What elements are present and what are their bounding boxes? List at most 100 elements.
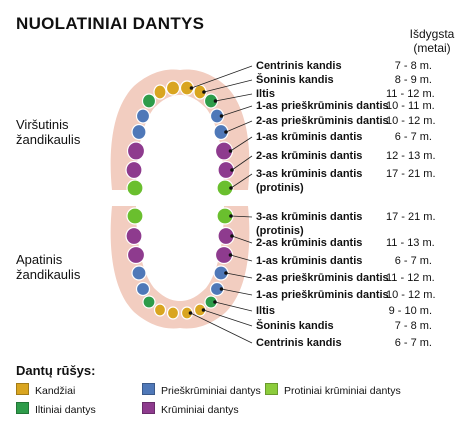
tooth-name: Centrinis kandis [256,337,342,349]
lower-leader-5 [214,301,253,312]
eruption-age: 11 - 13 m. [386,237,435,249]
eruption-age: 10 - 11 m. [386,100,435,112]
upper-tooth-row: 1-as prieškrūminis dantis 10 - 11 m. [0,99,474,113]
upper-tooth-row: 2-as prieškrūminis dantis 10 - 12 m. [0,114,474,128]
upper-leader-dot-0 [189,86,194,90]
tooth-name: 2-as prieškrūminis dantis [256,272,389,284]
upper-leader-7 [230,173,253,189]
legend-label: Krūminiai dantys [161,404,239,416]
lower-jaw-label: Apatinis žandikaulis [16,252,80,282]
lower-tooth-left-7 [166,306,180,320]
upper-tooth-left-4 [131,123,147,141]
upper-leader-4 [225,120,253,133]
eruption-age: 12 - 13 m. [386,150,436,162]
teeth [125,80,235,320]
eruption-age: 7 - 8 m. [394,320,432,332]
lower-leader-7 [190,312,253,344]
tooth-name: 1-as prieškrūminis dantis [256,100,389,112]
upper-tooth-left-2 [141,93,157,109]
legend-item-molars: Krūminiai dantys [142,402,239,416]
lower-tooth-left-1 [125,226,143,246]
lower-tooth-row: Iltis 9 - 10 m. [0,304,474,318]
tooth-name-sub: (protinis) [256,182,304,194]
upper-leader-2 [215,93,253,102]
lower-leader-0 [230,215,253,218]
lower-leader-dot-0 [229,214,233,218]
legend-item-canines: Iltiniai dantys [16,402,96,416]
tooth-name: 3-as krūminis dantis (protinis) [256,167,362,195]
tooth-name: 3-as krūminis dantis (protinis) [256,210,362,238]
leader-lines [188,65,253,344]
tooth-name-main: 3-as krūminis dantis [256,168,363,180]
lower-tooth-row: Centrinis kandis 6 - 7 m. [0,336,474,350]
upper-tooth-right-7 [216,179,234,197]
tooth-name-sub: (protinis) [256,225,304,237]
eruption-age: 17 - 21 m. [386,168,436,180]
upper-leader-dot-3 [219,114,224,118]
lower-leader-dot-1 [230,234,234,238]
lower-tooth-right-7 [180,306,194,320]
upper-tooth-right-0 [179,80,195,96]
lower-tooth-left-4 [135,281,151,297]
legend-label: Protiniai krūminiai dantys [284,385,401,397]
legend-label: Kandžiai [35,385,76,397]
lower-tooth-row: 1-as krūminis dantis 6 - 7 m. [0,254,474,268]
lower-leader-1 [231,235,253,244]
lower-tooth-left-5 [142,295,156,309]
lower-tooth-right-2 [214,245,234,265]
legend-swatch [16,383,29,395]
lower-tooth-left-0 [126,207,144,225]
tooth-name: Iltis [256,305,275,317]
legend-label: Iltiniai dantys [35,404,96,416]
tooth-name: Šoninis kandis [256,74,334,86]
eruption-age: 17 - 21 m. [386,211,436,223]
upper-tooth-left-0 [165,80,181,96]
upper-leader-3 [221,105,253,117]
tooth-name: 2-as krūminis dantis [256,150,363,162]
eruption-age: 10 - 12 m. [386,289,436,301]
upper-tooth-row: Šoninis kandis 8 - 9 m. [0,73,474,87]
eruption-age: 7 - 8 m. [394,60,432,72]
upper-leader-1 [203,79,253,93]
upper-tooth-right-5 [214,141,234,161]
lower-leader-dot-2 [228,253,233,257]
lower-tooth-row: 2-as prieškrūminis dantis 11 - 12 m. [0,271,474,285]
legend-swatch [142,402,155,414]
legend-title: Dantų rūšys: [16,363,96,378]
age-header-line-2: (metai) [413,41,451,55]
upper-leader-dot-2 [213,99,218,103]
tooth-name: Iltis [256,88,275,100]
legend-swatch [142,383,155,395]
upper-tooth-row: 3-as krūminis dantis (protinis) 17 - 21 … [0,167,474,194]
lower-jaw-label-line-1: Apatinis [16,252,63,267]
upper-leader-dot-5 [228,149,233,153]
tooth-name: Šoninis kandis [256,320,334,332]
legend-item-incisors: Kandžiai [16,383,76,397]
upper-tooth-left-5 [126,141,146,161]
upper-leader-5 [230,136,253,152]
upper-tooth-row: Iltis 11 - 12 m. [0,87,474,101]
upper-jaw-label: Viršutinis žandikaulis [16,117,80,147]
lower-tooth-left-3 [131,265,147,281]
tooth-name: 2-as krūminis dantis [256,237,363,249]
lower-tooth-right-1 [217,226,235,246]
lower-leader-dot-6 [201,308,206,312]
lower-jaw-label-line-2: žandikaulis [16,267,81,282]
lower-leader-dot-4 [219,287,224,291]
lower-leader-6 [203,309,253,327]
lower-leader-2 [230,254,253,262]
lower-tooth-right-5 [204,295,218,309]
lower-tooth-row: 2-as krūminis dantis 11 - 13 m. [0,236,474,250]
upper-leader-dot-6 [230,168,234,172]
tooth-name: Centrinis kandis [256,60,342,72]
eruption-age: 6 - 7 m. [394,255,432,267]
upper-tooth-row: 1-as krūminis dantis 6 - 7 m. [0,130,474,144]
age-header-line-1: Išdygsta [409,27,455,41]
upper-leader-dot-7 [229,186,233,190]
lower-tooth-right-6 [193,303,207,317]
eruption-age: 6 - 7 m. [394,337,432,349]
upper-leader-0 [191,65,253,89]
tooth-name: 1-as prieškrūminis dantis [256,289,389,301]
legend-item-wisdom-molars: Protiniai krūminiai dantys [265,383,401,397]
